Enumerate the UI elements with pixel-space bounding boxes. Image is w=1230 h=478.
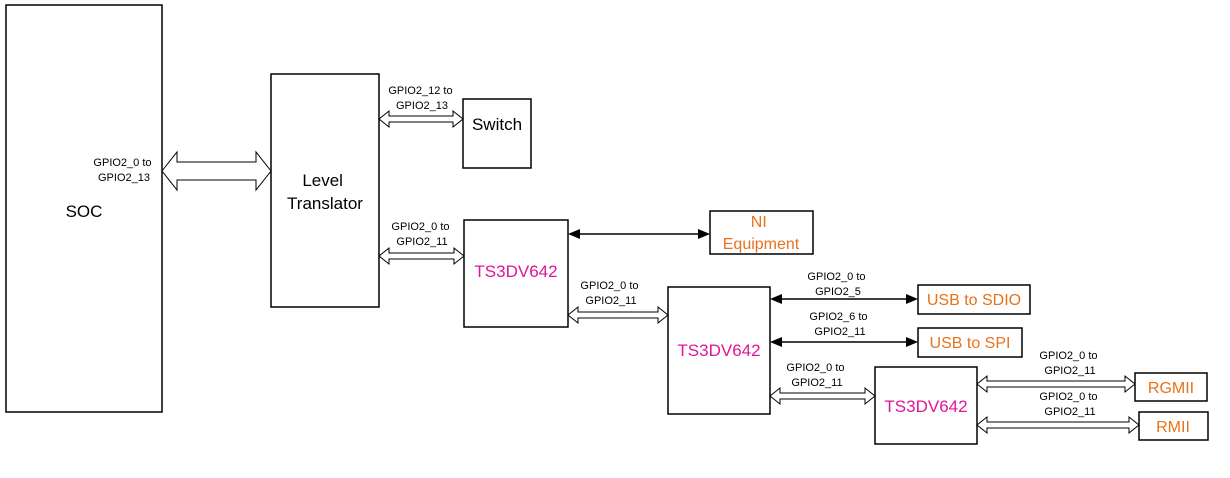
level-translator-label: Level Translator [287, 171, 363, 213]
signal-label-lt-switch: GPIO2_12 to GPIO2_13 [388, 85, 455, 112]
signal-label-soc-lt: GPIO2_0 to GPIO2_13 [93, 157, 154, 184]
signal-label-mux2-mux3: GPIO2_0 to GPIO2_11 [786, 362, 847, 389]
signal-label-mux1-mux2: GPIO2_0 to GPIO2_11 [580, 280, 641, 307]
rgmii-label: RGMII [1148, 380, 1194, 397]
rmii-block [1138, 411, 1209, 441]
rmii-label: RMII [1156, 419, 1190, 436]
soc-label: SOC [66, 202, 103, 221]
bus-arrow-mux3-rmii [976, 415, 1140, 435]
signal-label-mux2-spi: GPIO2_6 to GPIO2_11 [809, 311, 870, 338]
signal-label-mux3-rgmii: GPIO2_0 to GPIO2_11 [1039, 350, 1100, 377]
signal-label-mux2-sdio: GPIO2_0 to GPIO2_5 [807, 271, 868, 298]
mux1-block [463, 219, 569, 328]
bus-arrow-mux2-mux3 [769, 386, 876, 406]
mux3-label: TS3DV642 [884, 397, 967, 416]
switch-block [462, 98, 532, 169]
arrow-mux1-ni-equipment [568, 229, 710, 239]
switch-label: Switch [472, 115, 522, 134]
usb-to-spi-label: USB to SPI [930, 335, 1011, 352]
arrow-mux2-usb-to-spi [770, 337, 918, 347]
mux3-block [874, 366, 978, 445]
soc-block [5, 4, 163, 413]
signal-label-lt-mux1: GPIO2_0 to GPIO2_11 [391, 221, 452, 248]
ni-equipment-label: NI Equipment [723, 214, 800, 253]
usb-to-sdio-block [917, 284, 1031, 315]
ni-equipment-block [709, 210, 814, 255]
rgmii-block [1134, 372, 1208, 402]
mux1-label: TS3DV642 [474, 262, 557, 281]
usb-to-spi-block [917, 327, 1023, 358]
signal-label-mux3-rmii: GPIO2_0 to GPIO2_11 [1039, 391, 1100, 418]
bus-arrow-lt-switch [378, 109, 464, 129]
mux2-block [667, 286, 771, 415]
bus-arrow-mux3-rgmii [976, 374, 1136, 394]
bus-arrow-soc-lt [161, 150, 272, 192]
arrow-mux2-usb-to-sdio [770, 294, 918, 304]
bus-arrow-lt-mux1 [378, 246, 465, 266]
usb-to-sdio-label: USB to SDIO [927, 292, 1021, 309]
level-translator-block [270, 73, 380, 308]
mux2-label: TS3DV642 [677, 341, 760, 360]
bus-arrow-mux1-mux2 [567, 305, 669, 325]
